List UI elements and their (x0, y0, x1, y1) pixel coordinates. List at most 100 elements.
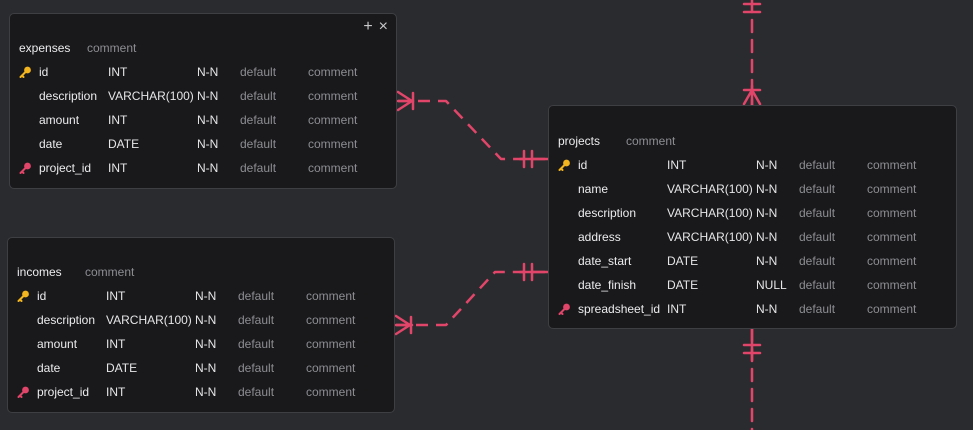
column-default[interactable]: default (238, 313, 275, 327)
column-row[interactable]: amount INT N-N default comment (8, 332, 394, 356)
column-comment[interactable]: comment (867, 206, 917, 220)
column-default[interactable]: default (799, 230, 836, 244)
column-type[interactable]: DATE (106, 361, 138, 375)
column-name[interactable]: date_finish (578, 278, 637, 292)
column-default[interactable]: default (238, 289, 275, 303)
column-nullable[interactable]: N-N (756, 182, 778, 196)
column-type[interactable]: INT (108, 113, 128, 127)
column-name[interactable]: date (39, 137, 63, 151)
column-nullable[interactable]: N-N (195, 385, 217, 399)
column-name[interactable]: description (39, 89, 98, 103)
column-nullable[interactable]: N-N (195, 361, 217, 375)
column-default[interactable]: default (238, 385, 275, 399)
column-nullable[interactable]: N-N (197, 113, 219, 127)
column-comment[interactable]: comment (867, 278, 917, 292)
column-name[interactable]: project_id (39, 161, 92, 175)
relation-projects-top[interactable] (742, 0, 762, 107)
column-default[interactable]: default (240, 137, 277, 151)
column-comment[interactable]: comment (867, 254, 917, 268)
column-row[interactable]: description VARCHAR(100)N-N default comment (8, 308, 394, 332)
column-row[interactable]: date_finish DATE NULL default comment (549, 273, 956, 297)
close-icon[interactable]: × (378, 18, 388, 35)
column-comment[interactable]: comment (306, 385, 356, 399)
column-comment[interactable]: comment (867, 302, 917, 316)
column-comment[interactable]: comment (306, 313, 356, 327)
column-comment[interactable]: comment (306, 337, 356, 351)
column-row[interactable]: id INT N-N default comment (549, 153, 956, 177)
relation-expenses-projects[interactable] (396, 90, 550, 169)
column-type[interactable]: VARCHAR(100) (108, 89, 194, 103)
column-type[interactable]: VARCHAR(100) (667, 230, 753, 244)
column-nullable[interactable]: N-N (756, 302, 778, 316)
table-projects[interactable]: projects comment id INT N-N default comment n… (548, 105, 957, 329)
table-comment[interactable]: comment (626, 134, 676, 148)
column-name[interactable]: date_start (578, 254, 632, 268)
column-type[interactable]: INT (106, 337, 126, 351)
column-name[interactable]: amount (37, 337, 78, 351)
column-nullable[interactable]: N-N (197, 65, 219, 79)
column-name[interactable]: description (578, 206, 637, 220)
column-name[interactable]: project_id (37, 385, 90, 399)
column-comment[interactable]: comment (867, 230, 917, 244)
table-name[interactable]: projects (558, 134, 601, 148)
table-comment[interactable]: comment (87, 41, 137, 55)
column-type[interactable]: DATE (667, 278, 699, 292)
column-type[interactable]: DATE (667, 254, 699, 268)
column-nullable[interactable]: N-N (195, 313, 217, 327)
column-default[interactable]: default (799, 302, 836, 316)
column-nullable[interactable]: N-N (756, 254, 778, 268)
column-name[interactable]: id (578, 158, 588, 172)
column-default[interactable]: default (240, 89, 277, 103)
column-default[interactable]: default (238, 337, 275, 351)
column-name[interactable]: spreadsheet_id (578, 302, 661, 316)
column-name[interactable]: amount (39, 113, 80, 127)
column-default[interactable]: default (799, 158, 836, 172)
column-name[interactable]: id (39, 65, 49, 79)
column-default[interactable]: default (799, 206, 836, 220)
column-type[interactable]: INT (108, 65, 128, 79)
column-nullable[interactable]: N-N (195, 337, 217, 351)
column-nullable[interactable]: N-N (197, 89, 219, 103)
column-nullable[interactable]: N-N (756, 206, 778, 220)
column-comment[interactable]: comment (308, 113, 358, 127)
column-comment[interactable]: comment (867, 158, 917, 172)
column-name[interactable]: date (37, 361, 61, 375)
column-comment[interactable]: comment (306, 361, 356, 375)
column-comment[interactable]: comment (308, 161, 358, 175)
table-name[interactable]: expenses (19, 41, 71, 55)
column-row[interactable]: id INT N-N default comment (10, 60, 396, 84)
column-name[interactable]: id (37, 289, 47, 303)
column-default[interactable]: default (240, 65, 277, 79)
column-nullable[interactable]: NULL (756, 278, 787, 292)
column-name[interactable]: description (37, 313, 96, 327)
column-nullable[interactable]: N-N (195, 289, 217, 303)
column-type[interactable]: INT (667, 158, 687, 172)
table-header[interactable]: incomes comment (8, 260, 394, 284)
column-default[interactable]: default (799, 254, 836, 268)
column-type[interactable]: INT (106, 289, 126, 303)
column-row[interactable]: description VARCHAR(100)N-N default comment (549, 201, 956, 225)
column-nullable[interactable]: N-N (756, 158, 778, 172)
column-nullable[interactable]: N-N (197, 161, 219, 175)
column-default[interactable]: default (240, 161, 277, 175)
plus-icon[interactable]: + (363, 18, 373, 35)
column-type[interactable]: VARCHAR(100) (667, 182, 753, 196)
column-name[interactable]: address (578, 230, 621, 244)
column-comment[interactable]: comment (308, 65, 358, 79)
column-type[interactable]: VARCHAR(100) (106, 313, 192, 327)
column-type[interactable]: VARCHAR(100) (667, 206, 753, 220)
table-header[interactable]: expenses comment (10, 36, 396, 60)
column-default[interactable]: default (799, 278, 836, 292)
column-row[interactable]: date_start DATE N-N default comment (549, 249, 956, 273)
